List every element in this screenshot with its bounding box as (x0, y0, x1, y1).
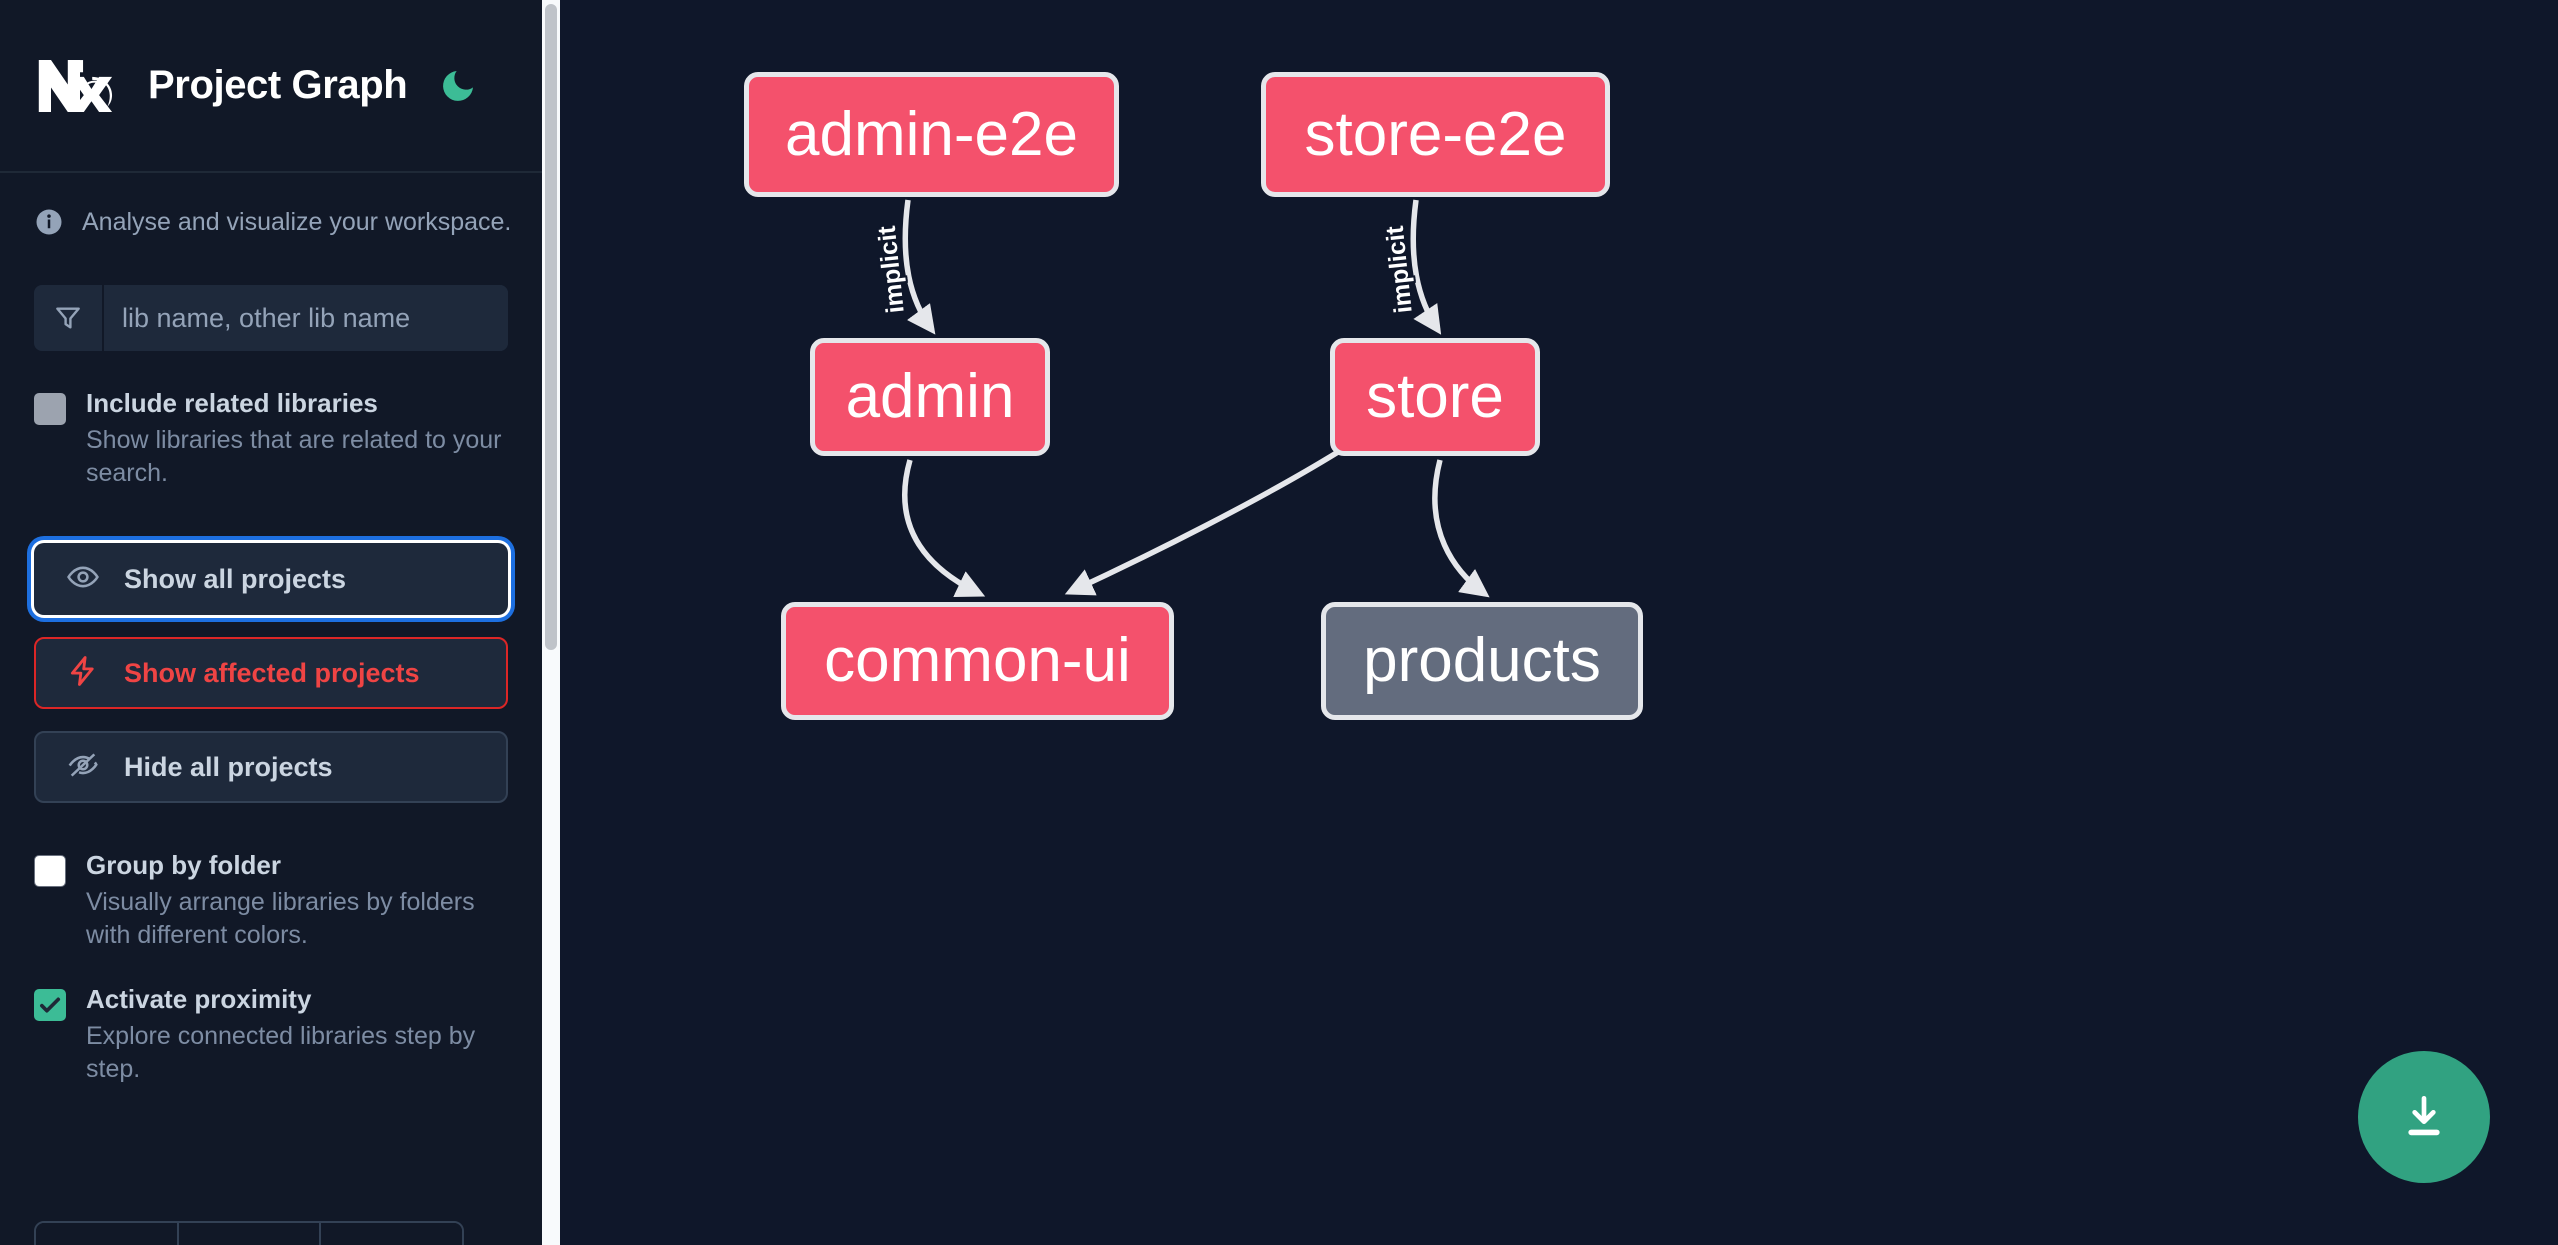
checkbox-label-group-by-folder: Group by folder (86, 850, 281, 880)
search-section (0, 237, 542, 351)
graph-canvas[interactable]: admin-e2e store-e2e admin store common-u… (560, 0, 2558, 1245)
search-box[interactable] (34, 285, 508, 351)
sidebar: Project Graph Analyse and visualize yo (0, 0, 560, 1245)
checkbox-group-by-folder[interactable] (34, 855, 66, 887)
moon-icon[interactable] (435, 63, 481, 109)
edge-store-e2e-to-store (1410, 199, 1442, 335)
checkbox-activate-proximity[interactable] (34, 989, 66, 1021)
lightning-icon (66, 654, 100, 693)
checkbox-row-include-related-libraries[interactable]: Include related libraries Show libraries… (0, 351, 542, 491)
checkbox-label-include-related-libraries: Include related libraries (86, 388, 378, 418)
eye-icon (66, 560, 100, 599)
graph-edges (902, 199, 1490, 598)
project-visibility-buttons: Show all projects Show affected projects (0, 491, 542, 803)
checkbox-include-related-libraries[interactable] (34, 393, 66, 425)
eye-off-icon (66, 748, 100, 787)
graph-node-products[interactable]: products (1321, 602, 1643, 720)
checkbox-description-activate-proximity: Explore connected libraries step by step… (86, 1021, 476, 1084)
page-title: Project Graph (148, 63, 408, 107)
checkbox-row-group-by-folder[interactable]: Group by folder Visually arrange librari… (0, 803, 542, 953)
graph-node-admin-e2e[interactable]: admin-e2e (744, 72, 1119, 197)
graph-node-label: admin (845, 362, 1015, 431)
graph-node-admin[interactable]: admin (810, 338, 1050, 456)
hide-all-projects-label: Hide all projects (124, 751, 333, 782)
graph-node-label: products (1363, 626, 1601, 695)
checkbox-row-activate-proximity[interactable]: Activate proximity Explore connected lib… (0, 953, 542, 1087)
checkbox-description-include-related-libraries: Show libraries that are related to your … (86, 425, 502, 488)
checkbox-description-group-by-folder: Visually arrange libraries by folders wi… (86, 887, 475, 950)
info-icon (34, 207, 64, 237)
sidebar-scroll-area: Project Graph Analyse and visualize yo (0, 0, 542, 1245)
graph-node-label: store-e2e (1304, 99, 1567, 169)
sidebar-scrollbar-thumb[interactable] (545, 4, 557, 650)
bottom-button-group-cell[interactable] (178, 1223, 322, 1245)
show-all-projects-label: Show all projects (124, 563, 347, 594)
show-affected-projects-label: Show affected projects (124, 657, 420, 688)
edge-store-to-common-ui (1064, 449, 1340, 596)
workspace-info-text: Analyse and visualize your workspace. (82, 207, 512, 236)
hide-all-projects-button[interactable]: Hide all projects (34, 731, 508, 803)
bottom-button-group-cell[interactable] (321, 1223, 462, 1245)
graph-node-store-e2e[interactable]: store-e2e (1261, 72, 1610, 197)
bottom-button-group[interactable] (34, 1221, 464, 1245)
graph-node-label: admin-e2e (785, 99, 1078, 169)
checkbox-label-activate-proximity: Activate proximity (86, 984, 312, 1014)
graph-node-store[interactable]: store (1330, 338, 1540, 456)
sidebar-header: Project Graph (0, 0, 542, 173)
edge-admin-e2e-to-admin (902, 199, 936, 335)
search-input[interactable] (104, 285, 508, 351)
bottom-button-group-cell[interactable] (36, 1223, 179, 1245)
graph-node-label: store (1366, 362, 1504, 431)
workspace-info: Analyse and visualize your workspace. (0, 173, 542, 237)
graph-node-label: common-ui (824, 626, 1131, 695)
filter-icon (34, 285, 104, 351)
sidebar-scrollbar[interactable] (542, 0, 560, 1245)
show-all-projects-button[interactable]: Show all projects (34, 543, 508, 615)
nx-logo (34, 57, 126, 115)
graph-node-common-ui[interactable]: common-ui (781, 602, 1174, 720)
download-image-button[interactable] (2358, 1051, 2490, 1183)
edge-store-to-products (1432, 459, 1490, 598)
show-affected-projects-button[interactable]: Show affected projects (34, 637, 508, 709)
edge-admin-to-common-ui (902, 459, 986, 597)
